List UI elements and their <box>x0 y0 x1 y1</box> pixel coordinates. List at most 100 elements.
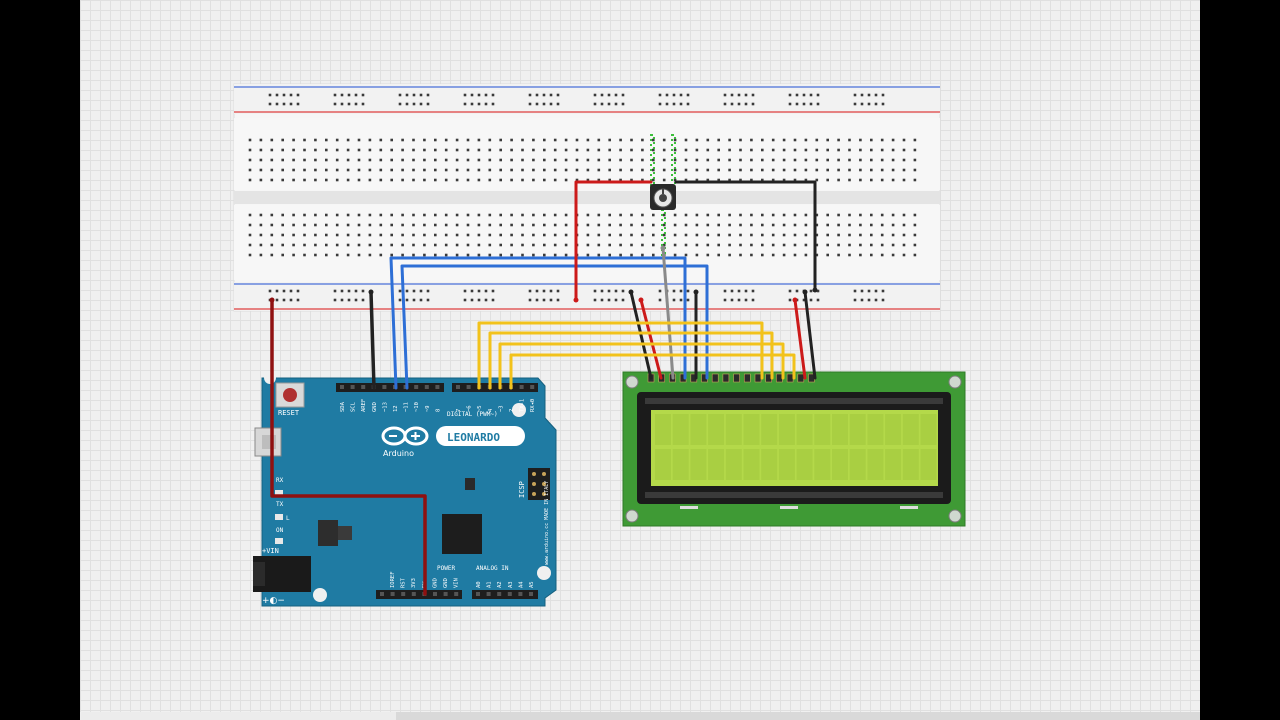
breadboard-hole <box>510 168 513 172</box>
wire-blue-12[interactable] <box>389 256 687 390</box>
breadboard-hole <box>608 213 611 217</box>
breadboard-hole <box>532 243 535 247</box>
icsp-header[interactable] <box>528 468 550 500</box>
breadboard-hole <box>499 253 502 257</box>
breadboard-hole <box>630 138 633 142</box>
power-jack-opening <box>253 562 265 586</box>
breadboard-hole <box>398 298 402 302</box>
breadboard-hole <box>248 243 252 247</box>
breadboard-hole <box>521 168 524 172</box>
wire-black-gnd[interactable] <box>369 290 376 390</box>
analog-pin-header[interactable] <box>472 590 538 599</box>
breadboard-hole <box>259 168 263 172</box>
breadboard-hole <box>761 148 764 152</box>
breadboard-hole <box>902 213 906 217</box>
breadboard-hole <box>837 148 840 152</box>
breadboard-hole <box>289 289 293 293</box>
breadboard-hole <box>641 223 644 227</box>
breadboard-hole <box>510 233 513 237</box>
wire-black-lcd-vss[interactable] <box>629 290 653 380</box>
breadboard-hole <box>641 233 644 237</box>
potentiometer[interactable] <box>650 184 676 210</box>
breadboard-hole <box>641 138 644 142</box>
breadboard-hole <box>695 138 699 142</box>
breadboard-hole <box>325 243 328 247</box>
vin-label: +VIN <box>262 547 279 555</box>
breadboard[interactable] <box>233 83 941 312</box>
breadboard-hole <box>771 158 775 162</box>
breadboard-hole <box>543 213 546 217</box>
breadboard-hole <box>902 253 906 257</box>
breadboard-hole <box>723 93 727 97</box>
lcd-cell <box>796 449 813 480</box>
breadboard-hole <box>466 138 470 142</box>
breadboard-hole <box>270 138 274 142</box>
lcd-tab <box>680 506 698 509</box>
breadboard-hole <box>542 289 546 293</box>
breadboard-hole <box>361 298 365 302</box>
digital-pin-label: ~5 <box>477 405 483 412</box>
breadboard-hole <box>881 289 885 293</box>
breadboard-hole <box>470 102 474 106</box>
breadboard-hole <box>455 138 459 142</box>
header-pin <box>433 592 437 596</box>
wire-red-lcd-vdd[interactable] <box>639 298 663 380</box>
breadboard-hole <box>597 178 601 182</box>
breadboard-hole <box>860 298 864 302</box>
breadboard-hole <box>809 298 813 302</box>
breadboard-hole <box>695 168 699 172</box>
digital-pin-header[interactable] <box>452 383 538 392</box>
arduino-leonardo-board[interactable]: RESET +VIN +◐− RX TX L ON ICSP www.ardui… <box>253 372 557 607</box>
wire-yellow-3[interactable] <box>498 342 785 390</box>
breadboard-hole <box>553 233 557 237</box>
breadboard-hole <box>553 168 557 172</box>
breadboard-hole <box>488 233 492 237</box>
breadboard-hole <box>867 102 871 106</box>
breadboard-hole <box>739 253 742 257</box>
wire-red-5v[interactable] <box>270 298 427 596</box>
breadboard-hole <box>549 93 553 97</box>
breadboard-hole <box>597 213 601 217</box>
breadboard-hole <box>575 178 579 182</box>
lcd-cell <box>885 414 902 445</box>
breadboard-hole <box>641 168 644 172</box>
breadboard-hole <box>902 178 906 182</box>
breadboard-hole <box>292 243 295 247</box>
breadboard-hole <box>695 178 699 182</box>
breadboard-hole <box>652 158 655 162</box>
breadboard-hole <box>532 223 535 227</box>
lcd-mount-hole <box>948 509 962 523</box>
header-pin <box>456 385 460 389</box>
breadboard-hole <box>750 253 753 257</box>
breadboard-hole <box>870 158 873 162</box>
breadboard-hole <box>870 243 873 247</box>
reset-button-cap <box>283 388 297 402</box>
breadboard-hole <box>259 233 263 237</box>
breadboard-hole <box>444 213 448 217</box>
top-pin-header[interactable] <box>336 383 444 392</box>
top-pin-label: ~10 <box>414 402 420 412</box>
breadboard-hole <box>684 213 688 217</box>
wire-red-pot[interactable] <box>574 180 653 302</box>
breadboard-hole <box>346 178 350 182</box>
breadboard-hole <box>444 253 448 257</box>
wire-black-pot[interactable] <box>674 180 817 292</box>
breadboard-hole <box>730 93 734 97</box>
breadboard-hole <box>466 158 470 162</box>
breadboard-hole <box>891 213 895 217</box>
lcd-16x2-module[interactable] <box>622 371 966 527</box>
digital-pin-label: 4 <box>488 408 494 412</box>
wire-red-backlight[interactable] <box>793 298 807 380</box>
breadboard-hole <box>826 138 829 142</box>
wire-yellow-2[interactable] <box>509 353 796 390</box>
breadboard-hole <box>728 168 731 172</box>
wire-black-backlight[interactable] <box>803 290 817 380</box>
breadboard-hole <box>281 178 284 182</box>
wire-yellow-5[interactable] <box>477 321 764 390</box>
lcd-tab <box>780 506 798 509</box>
power-pin-header[interactable] <box>376 590 462 599</box>
lcd-cell <box>867 449 884 480</box>
breadboard-hole <box>679 289 683 293</box>
breadboard-hole <box>335 223 339 227</box>
breadboard-hole <box>325 148 328 152</box>
